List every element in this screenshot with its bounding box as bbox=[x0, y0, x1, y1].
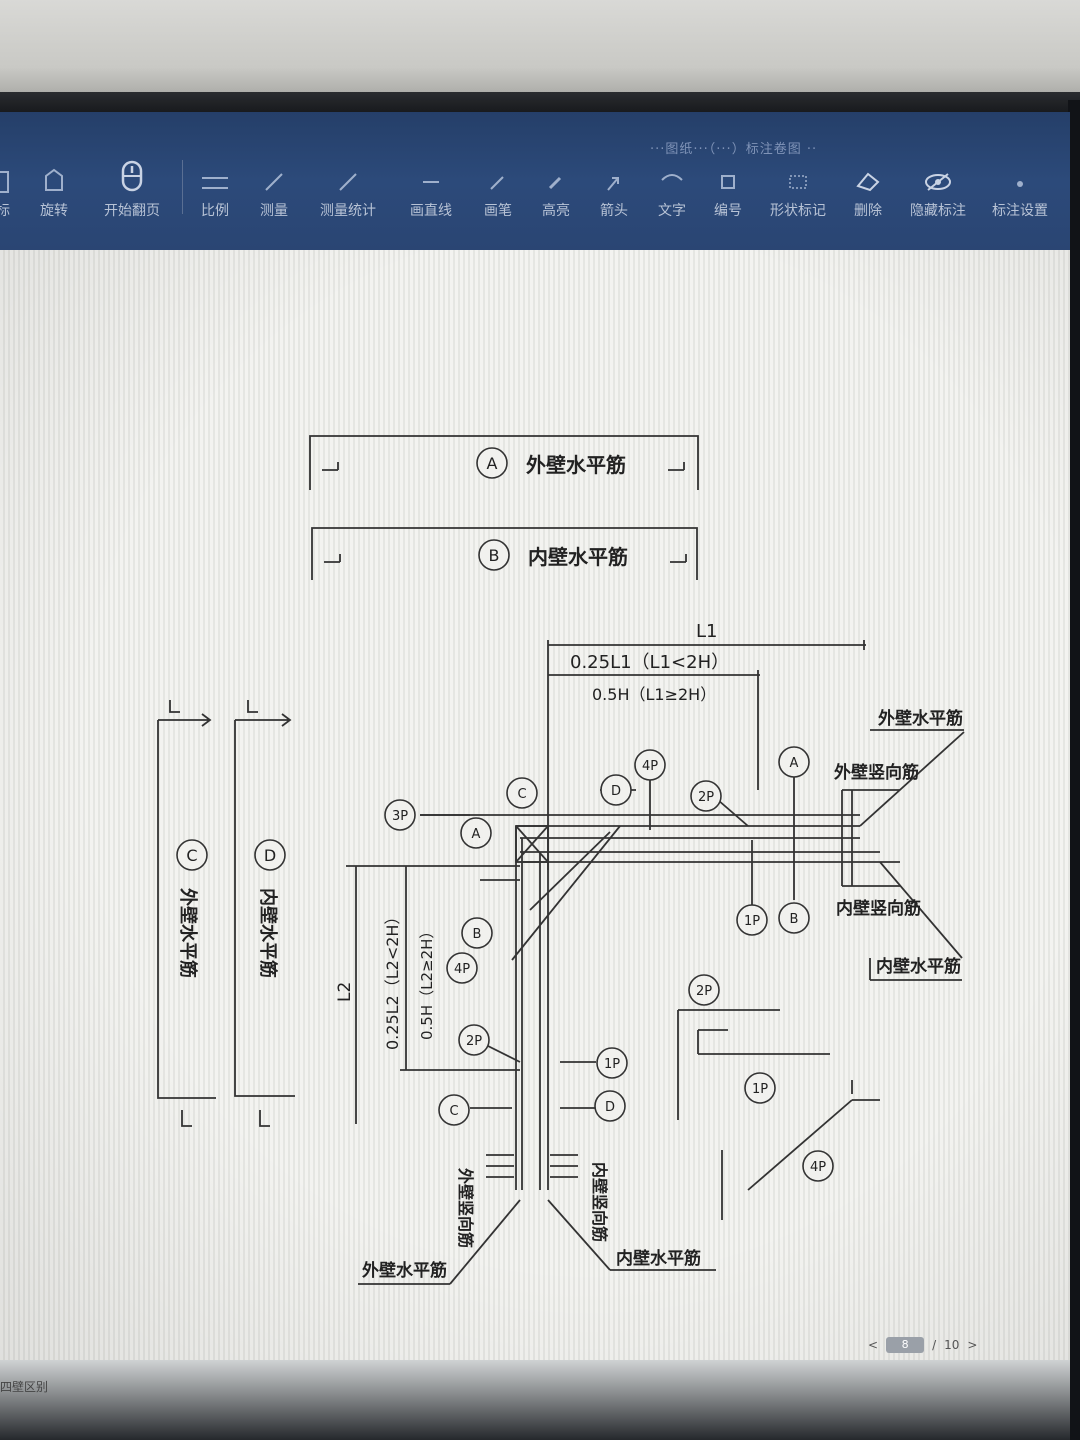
tool-annotation-settings[interactable]: 标注设置 bbox=[992, 160, 1048, 220]
document-title: ···图纸···（···）标注卷图 ·· bbox=[650, 142, 818, 157]
shape-icon bbox=[784, 160, 812, 194]
tool-pen[interactable]: 画笔 bbox=[484, 160, 512, 220]
tag-b-text: B bbox=[489, 546, 500, 565]
status-left-text: 四壁区别 bbox=[0, 1380, 49, 1394]
ruler-icon bbox=[200, 160, 230, 194]
tool-page-flip[interactable]: 开始翻页 bbox=[104, 160, 160, 220]
pen-icon bbox=[486, 160, 510, 194]
svg-text:B: B bbox=[473, 927, 482, 942]
bar-c-outline bbox=[157, 713, 216, 1099]
text-icon bbox=[658, 160, 686, 194]
line-icon bbox=[419, 160, 443, 194]
dim-05h-left: 0.5H（L2≥2H） bbox=[418, 924, 436, 1040]
tag-b-circle bbox=[478, 539, 510, 571]
tag-a-text: A bbox=[487, 454, 498, 473]
tool-number[interactable]: 编号 bbox=[714, 160, 742, 220]
svg-text:4P: 4P bbox=[642, 759, 658, 774]
note-inner-vertical-bottom: 内壁竖向筋 bbox=[590, 1162, 609, 1242]
dim-025l2: 0.25L2（L2<2H） bbox=[383, 909, 402, 1050]
settings-icon bbox=[1008, 160, 1032, 194]
eye-icon bbox=[923, 160, 953, 194]
tool-mark[interactable]: 标 bbox=[0, 160, 10, 220]
tool-rotate[interactable]: 旋转 bbox=[40, 160, 68, 220]
arrow-icon bbox=[602, 160, 626, 194]
page-separator: / bbox=[932, 1338, 937, 1352]
measure-stats-icon bbox=[336, 160, 360, 194]
bar-c-label: 外壁水平筋 bbox=[177, 888, 199, 978]
note-outer-horizontal-bottom: 外壁水平筋 bbox=[362, 1260, 447, 1281]
mouse-icon bbox=[118, 160, 146, 194]
tool-text[interactable]: 文字 bbox=[658, 160, 686, 220]
dim-025l1: 0.25L1（L1<2H） bbox=[570, 652, 729, 673]
svg-text:C: C bbox=[517, 787, 526, 802]
svg-text:D: D bbox=[611, 784, 621, 799]
dim-l1: L1 bbox=[696, 621, 717, 642]
tool-measure[interactable]: 测量 bbox=[260, 160, 288, 220]
annotation-toolbar bbox=[0, 112, 1070, 250]
eraser-icon bbox=[854, 160, 882, 194]
number-icon bbox=[716, 160, 740, 194]
svg-text:2P: 2P bbox=[696, 984, 712, 999]
tool-shape[interactable]: 形状标记 bbox=[770, 160, 826, 220]
svg-text:3P: 3P bbox=[392, 809, 408, 824]
prev-page-button[interactable]: < bbox=[868, 1338, 879, 1352]
note-inner-horizontal-right: 内壁水平筋 bbox=[876, 956, 961, 977]
rebar-drawing: A B C D 3P A C D 4P 2P A 1P B B 4P 2P 2P… bbox=[157, 435, 965, 1285]
tool-scale[interactable]: 比例 bbox=[200, 160, 230, 220]
tool-delete[interactable]: 删除 bbox=[854, 160, 882, 220]
svg-text:4P: 4P bbox=[810, 1160, 826, 1175]
bar-a-outline bbox=[309, 435, 699, 490]
tag-a-circle bbox=[476, 447, 508, 479]
dim-l2: L2 bbox=[335, 982, 355, 1002]
note-outer-horizontal-right: 外壁水平筋 bbox=[878, 708, 963, 729]
document-canvas[interactable]: A B C D 3P A C D 4P 2P A 1P B B 4P 2P 2P… bbox=[0, 250, 1070, 1360]
svg-text:2P: 2P bbox=[698, 790, 714, 805]
bar-d-outline bbox=[234, 713, 295, 1097]
svg-text:B: B bbox=[790, 912, 799, 927]
note-inner-horizontal-bottom: 内壁水平筋 bbox=[616, 1248, 701, 1269]
tag-c-text: C bbox=[186, 846, 197, 865]
tag-d-text: D bbox=[264, 846, 276, 865]
current-page-input[interactable]: 8 bbox=[886, 1337, 925, 1353]
bar-a-label: 外壁水平筋 bbox=[526, 453, 626, 477]
bar-d-label: 内壁水平筋 bbox=[257, 888, 279, 978]
status-bar bbox=[0, 1360, 1070, 1440]
rotate-icon bbox=[40, 160, 68, 194]
svg-text:1P: 1P bbox=[604, 1057, 620, 1072]
toolbar-separator bbox=[182, 160, 183, 214]
svg-text:2P: 2P bbox=[466, 1034, 482, 1049]
monitor-bezel-right bbox=[1068, 100, 1080, 1440]
svg-text:4P: 4P bbox=[454, 962, 470, 977]
marker-icon bbox=[0, 160, 10, 194]
next-page-button[interactable]: > bbox=[967, 1338, 978, 1352]
svg-text:1P: 1P bbox=[744, 914, 760, 929]
highlight-icon bbox=[544, 160, 568, 194]
total-pages: 10 bbox=[944, 1338, 960, 1352]
bar-b-outline bbox=[311, 527, 698, 580]
svg-text:A: A bbox=[790, 756, 799, 771]
tool-measure-stats[interactable]: 测量统计 bbox=[320, 160, 376, 220]
svg-text:C: C bbox=[449, 1104, 458, 1119]
bar-b-label: 内壁水平筋 bbox=[528, 545, 628, 569]
tool-highlight[interactable]: 高亮 bbox=[542, 160, 570, 220]
svg-text:D: D bbox=[605, 1100, 615, 1115]
svg-text:A: A bbox=[472, 827, 481, 842]
note-outer-vertical-right: 外壁竖向筋 bbox=[834, 762, 919, 783]
dim-05h-top: 0.5H（L1≥2H） bbox=[592, 685, 716, 704]
tool-hide-annotations[interactable]: 隐藏标注 bbox=[910, 160, 966, 220]
measure-icon bbox=[262, 160, 286, 194]
page-navigation: < 8 / 10 > bbox=[868, 1334, 1018, 1356]
tag-d-circle bbox=[254, 839, 286, 871]
note-inner-vertical-right: 内壁竖向筋 bbox=[836, 898, 921, 919]
note-outer-vertical-bottom: 外壁竖向筋 bbox=[456, 1167, 475, 1248]
svg-text:1P: 1P bbox=[752, 1082, 768, 1097]
tool-arrow[interactable]: 箭头 bbox=[600, 160, 628, 220]
tag-c-circle bbox=[176, 839, 208, 871]
tool-line[interactable]: 画直线 bbox=[410, 160, 452, 220]
